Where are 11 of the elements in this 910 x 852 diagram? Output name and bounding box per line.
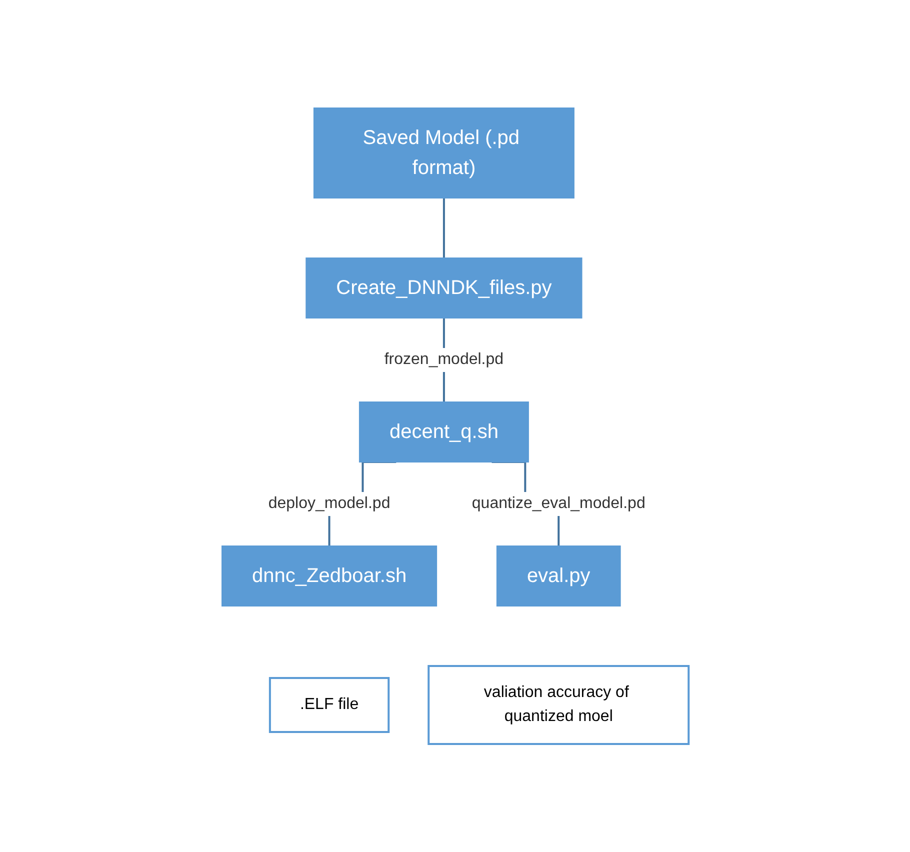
node-box: Saved Model (.pd format) [313, 108, 574, 198]
node-box: eval.py [496, 546, 620, 606]
edge-label: quantize_eval_model.pd [472, 495, 646, 512]
node-box: valiation accuracy of quantized moel [427, 665, 690, 745]
node-box: dnnc_Zedboar.sh [221, 546, 437, 606]
edge-label: frozen_model.pd [384, 351, 504, 368]
node-box: Create_DNNDK_files.py [305, 258, 582, 318]
connector [442, 197, 445, 259]
node-box: decent_q.sh [358, 402, 529, 462]
node-box: .ELF file [268, 677, 390, 733]
edge-label: deploy_model.pd [268, 495, 390, 512]
